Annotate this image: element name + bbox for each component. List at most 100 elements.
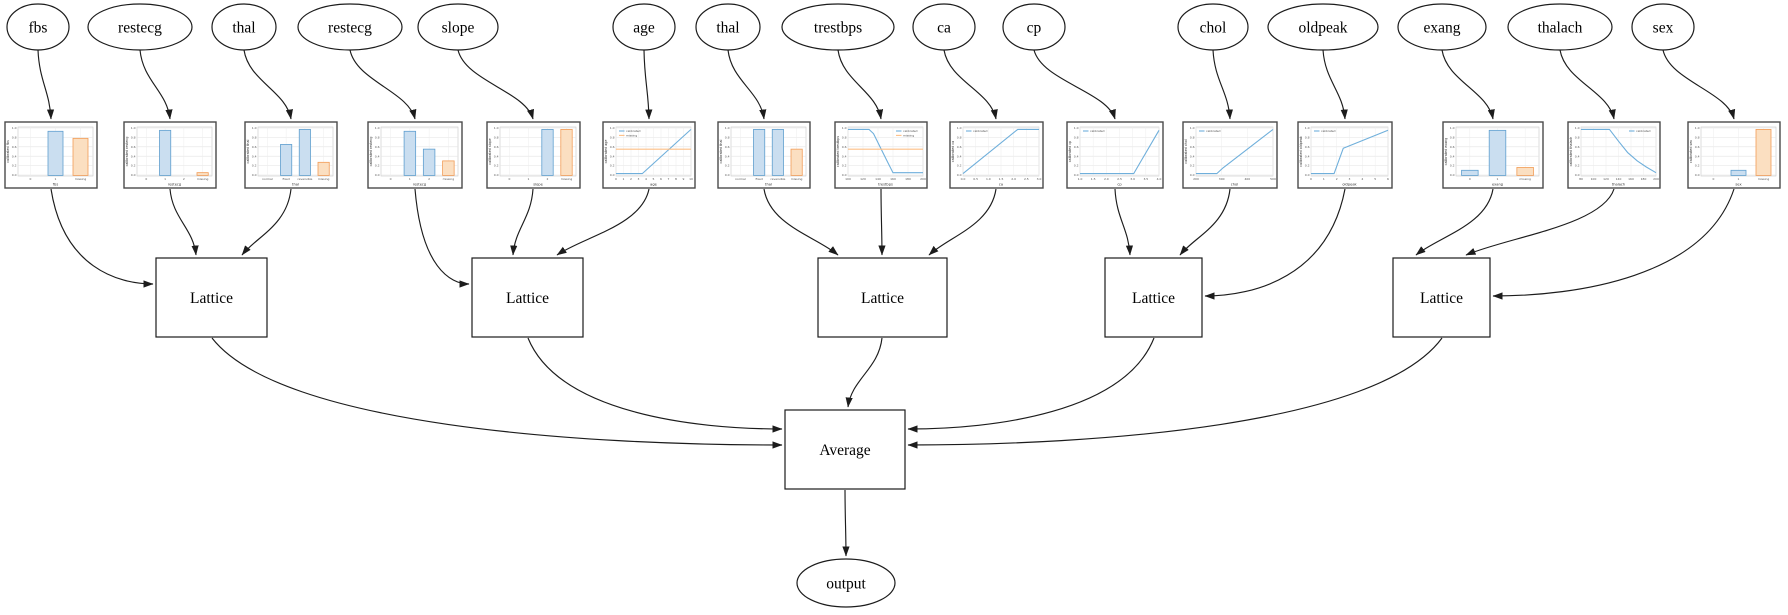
x-tick-label: 3 <box>638 177 640 181</box>
y-tick-label: 0.2 <box>494 164 499 168</box>
edge-exang-to-calibrator-exang <box>1441 49 1495 120</box>
x-tick-label: reversible <box>297 177 312 181</box>
y-tick-label: 0.2 <box>842 164 847 168</box>
x-tick-label: 1 <box>623 177 625 181</box>
y-tick-label: 0.2 <box>1074 164 1079 168</box>
y-tick-label: 0.2 <box>12 164 17 168</box>
legend-entry-label: calibrated <box>973 129 988 133</box>
legend-entry-label: calibrated <box>1636 129 1651 133</box>
x-tick-label: 160 <box>1628 177 1634 181</box>
x-tick-label: 2 <box>630 177 632 181</box>
feature-node-exang: exang <box>1397 3 1487 51</box>
edge-lattice-5-to-average <box>907 337 1443 449</box>
edge-average-to-output <box>842 489 850 557</box>
y-tick-label: 1.0 <box>842 126 847 130</box>
y-axis-label: calibrated cp <box>1068 141 1072 163</box>
edge-calibrator-slope-to-lattice-2 <box>510 188 534 256</box>
x-tick-label: 2.5 <box>1117 177 1122 181</box>
y-tick-label: 0.6 <box>494 145 499 149</box>
y-tick-label: 0.0 <box>12 173 17 177</box>
y-tick-label: 0.4 <box>375 154 380 158</box>
feature-node-thal-shape <box>211 3 277 51</box>
feature-node-thalach-shape <box>1507 3 1613 51</box>
y-tick-label: 1.0 <box>1074 126 1079 130</box>
edge-restecg-to-calibrator-restecg <box>139 49 173 120</box>
x-tick-label: 4.0 <box>1157 177 1162 181</box>
lattice-5: Lattice <box>1392 257 1491 338</box>
bar-restecg-missing <box>196 172 209 176</box>
lattice-3-shape <box>817 257 948 338</box>
feature-node-thal2-label: thal <box>716 20 739 37</box>
x-tick-label: 100 <box>1591 177 1597 181</box>
legend-entry-label: missing <box>903 134 914 138</box>
x-tick-label: 2 <box>1336 177 1338 181</box>
edge-lattice-2-to-average <box>527 337 783 433</box>
y-tick-label: 0.4 <box>842 154 847 158</box>
plot-area <box>847 126 924 177</box>
y-axis-label: calibrated restecg <box>369 137 373 167</box>
edge-calibrator-trestbps-to-lattice-3 <box>878 188 886 256</box>
series-line-calibrated <box>1311 129 1389 175</box>
lattice-3: Lattice <box>817 257 948 338</box>
y-tick-label: 0.4 <box>957 154 962 158</box>
x-tick-label: 3.0 <box>1130 177 1135 181</box>
legend-entry-label: calibrated <box>903 129 918 133</box>
y-tick-label: 0.2 <box>1695 164 1700 168</box>
edge-calibrator-age-to-lattice-2 <box>556 188 650 256</box>
feature-node-thal: thal <box>211 3 277 51</box>
output-node-shape <box>796 558 896 608</box>
lattice-2: Lattice <box>471 257 584 338</box>
x-tick-label: fixed <box>755 177 762 181</box>
x-tick-label: normal <box>262 177 273 181</box>
y-tick-label: 0.2 <box>725 164 730 168</box>
y-tick-label: 1.0 <box>1450 126 1455 130</box>
y-tick-label: 0.6 <box>1074 145 1079 149</box>
lattice-3-label: Lattice <box>861 290 904 307</box>
x-tick-label: 0 <box>509 177 511 181</box>
edge-sex-to-calibrator-sex <box>1662 49 1736 120</box>
y-tick-label: 0.8 <box>1695 136 1700 140</box>
y-tick-label: 0.6 <box>1450 145 1455 149</box>
x-tick-label: missing <box>443 177 455 181</box>
feature-node-sex: sex <box>1631 3 1695 51</box>
lattice-1-shape <box>155 257 268 338</box>
y-axis-label: calibrated thal <box>719 139 723 163</box>
x-axis-label: age <box>650 182 657 186</box>
bar-fbs-missing <box>72 137 89 176</box>
feature-node-chol-shape <box>1177 3 1249 51</box>
y-tick-label: 0.4 <box>610 154 615 158</box>
x-tick-label: 80 <box>1579 177 1583 181</box>
y-axis-label: calibrated restecg <box>125 137 129 167</box>
x-tick-label: missing <box>318 177 330 181</box>
feature-node-thalach-label: thalach <box>1538 20 1583 37</box>
y-tick-label: 0.2 <box>1450 164 1455 168</box>
feature-node-fbs-shape <box>6 3 70 51</box>
y-tick-label: 1.0 <box>1190 126 1195 130</box>
x-tick-label: missing <box>75 177 87 181</box>
bar-slope-missing <box>560 129 573 176</box>
feature-node-ca-label: ca <box>937 20 951 37</box>
x-tick-label: 1 <box>409 177 411 181</box>
x-tick-label: 100 <box>845 177 851 181</box>
y-tick-label: 0.0 <box>842 173 847 177</box>
bar-thal-missing <box>317 161 330 176</box>
feature-node-restecg2-shape <box>297 3 403 51</box>
legend-entry-label: calibrated <box>1206 129 1221 133</box>
x-tick-label: 1 <box>164 177 166 181</box>
feature-node-slope-shape <box>417 3 499 51</box>
x-tick-label: 1 <box>55 177 57 181</box>
x-tick-label: 2.0 <box>1104 177 1109 181</box>
average-node: Average <box>784 409 906 490</box>
feature-node-restecg: restecg <box>87 3 193 51</box>
feature-node-trestbps-shape <box>781 3 895 51</box>
y-tick-label: 0.8 <box>842 136 847 140</box>
lattice-4: Lattice <box>1104 257 1203 338</box>
x-tick-label: 0 <box>145 177 147 181</box>
feature-node-trestbps: trestbps <box>781 3 895 51</box>
bar-thal-fixed <box>753 129 766 176</box>
edge-chol-to-calibrator-chol <box>1212 49 1234 120</box>
y-tick-label: 0.4 <box>1695 154 1700 158</box>
